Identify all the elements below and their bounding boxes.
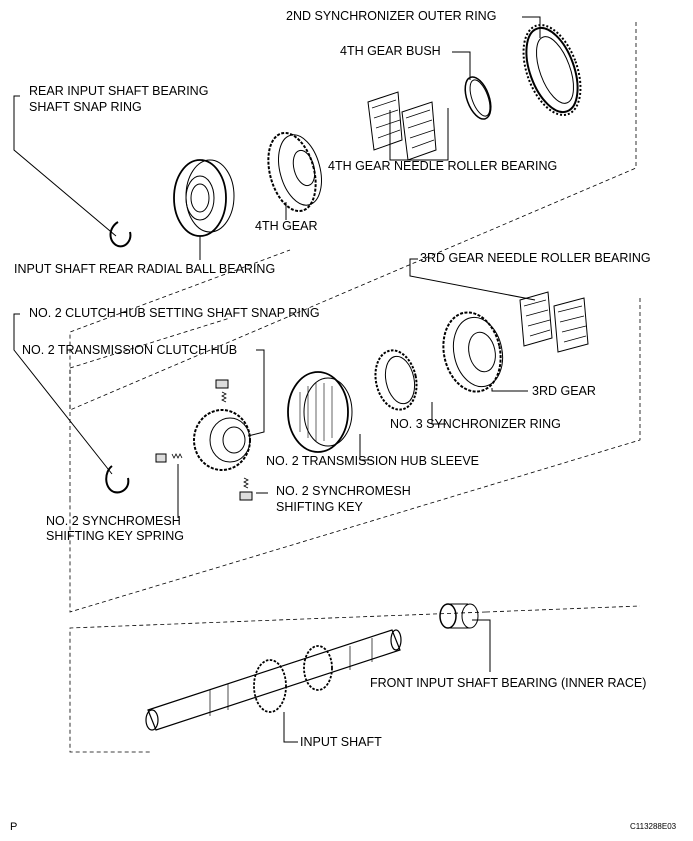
label-hub-snap-ring: NO. 2 CLUTCH HUB SETTING SHAFT SNAP RING	[29, 306, 320, 320]
label-front-race: FRONT INPUT SHAFT BEARING (INNER RACE)	[370, 676, 647, 690]
label-clutch-hub: NO. 2 TRANSMISSION CLUTCH HUB	[22, 343, 238, 357]
leader-gear4-needle	[389, 110, 404, 161]
leader-hub-snap	[13, 313, 113, 475]
label-rear-snap-ring-line1: REAR INPUT SHAFT BEARING	[29, 84, 209, 98]
label-rear-ball-bearing: INPUT SHAFT REAR RADIAL BALL BEARING	[14, 262, 276, 276]
leader-gear4-needle-b	[404, 108, 449, 161]
leader-front-race	[472, 619, 491, 672]
leader-sync-ring3	[431, 402, 446, 425]
lower-group-outline	[69, 605, 641, 753]
label-input-shaft: INPUT SHAFT	[300, 735, 382, 749]
leader-gear3	[491, 388, 528, 392]
leader-hub-sleeve	[359, 434, 372, 461]
leader-gear3-needle	[409, 258, 536, 301]
hub-sleeve-part	[287, 371, 353, 453]
label-sync-outer-ring: 2ND SYNCHRONIZER OUTER RING	[286, 9, 497, 23]
gear4-part	[267, 131, 322, 213]
hub-snap-ring-part	[105, 465, 130, 494]
label-key-spring-line2: SHIFTING KEY SPRING	[46, 529, 184, 543]
key-spring-part	[171, 391, 249, 489]
label-hub-sleeve: NO. 2 TRANSMISSION HUB SLEEVE	[266, 454, 480, 468]
clutch-hub-part	[193, 409, 251, 471]
leader-clutch-hub	[247, 349, 265, 437]
gear4-needle-bearing-part	[367, 91, 437, 161]
label-gear4: 4TH GEAR	[255, 219, 318, 233]
leader-sync-outer-ring	[522, 16, 541, 38]
label-sync-ring3: NO. 3 SYNCHRONIZER RING	[390, 417, 561, 431]
leader-input-shaft	[283, 712, 298, 743]
page-marker: P	[10, 821, 18, 833]
label-gear3-needle-bearing: 3RD GEAR NEEDLE ROLLER BEARING	[420, 251, 651, 265]
shifting-key-part	[155, 379, 253, 501]
middle-group-outline	[69, 298, 641, 613]
leader-gear4-bush	[452, 51, 471, 80]
rear-ball-bearing-part	[173, 159, 235, 237]
gear3-part	[442, 311, 504, 393]
leader-rear-snap	[13, 95, 117, 237]
label-gear4-bush: 4TH GEAR BUSH	[340, 44, 441, 58]
front-race-part	[439, 603, 479, 629]
gear4-bush-part	[464, 76, 492, 120]
rear-snap-ring-part	[109, 221, 132, 248]
label-shifting-key-line1: NO. 2 SYNCHROMESH	[276, 484, 411, 498]
label-gear4-needle-bearing: 4TH GEAR NEEDLE ROLLER BEARING	[328, 159, 558, 173]
gear3-needle-bearing-part	[519, 291, 589, 353]
label-key-spring-line1: NO. 2 SYNCHROMESH	[46, 514, 181, 528]
figure-id: C113288E03	[630, 822, 677, 831]
label-gear3: 3RD GEAR	[532, 384, 596, 398]
upper-group-outline	[69, 22, 637, 411]
sync-ring3-part	[374, 349, 418, 411]
label-rear-snap-ring-line2: SHAFT SNAP RING	[29, 100, 142, 114]
label-shifting-key-line2: SHIFTING KEY	[276, 500, 363, 514]
sync-outer-ring-part	[522, 24, 582, 116]
input-shaft-part	[145, 629, 402, 731]
